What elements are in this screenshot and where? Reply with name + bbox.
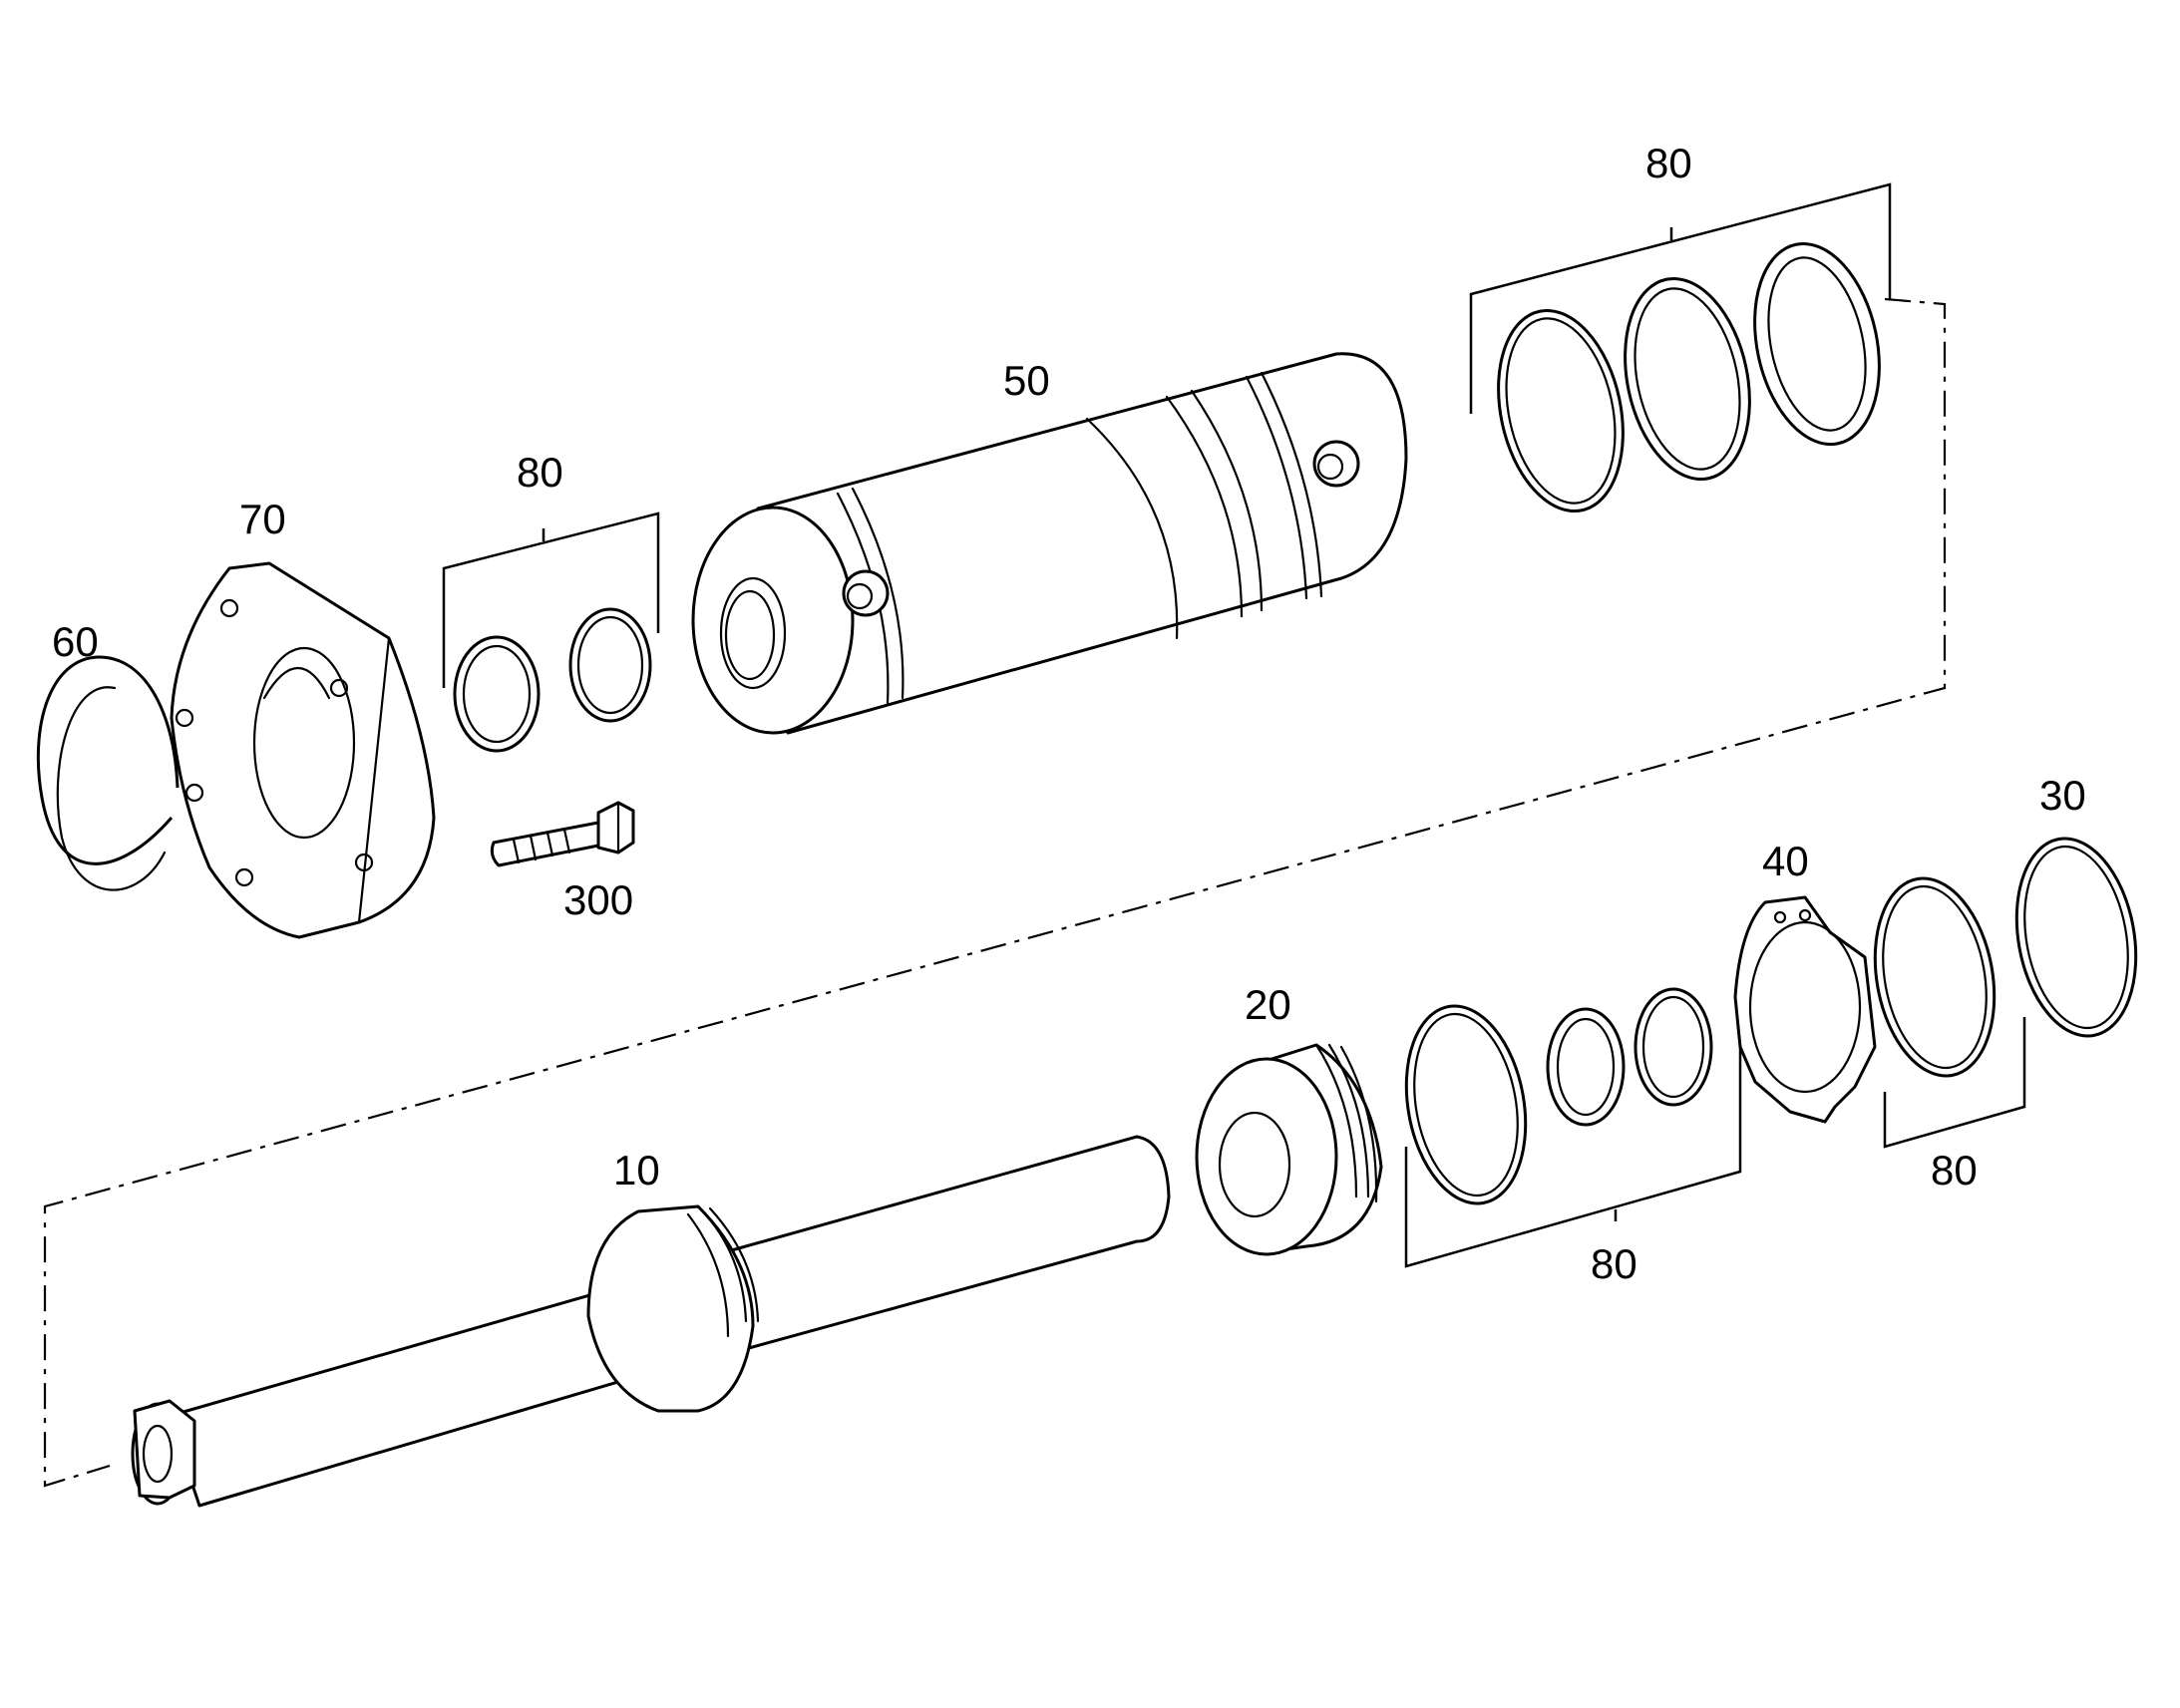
callout-70: 70 — [239, 496, 286, 542]
seal-ring-80-bottom-a — [1404, 1004, 1528, 1205]
callout-80-middle: 80 — [517, 449, 563, 496]
bracket-80-middle — [442, 512, 660, 688]
seal-ring-80-middle-a — [453, 635, 541, 753]
callout-80-bottom-center: 80 — [1591, 1240, 1637, 1287]
callout-80-bottom-right: 80 — [1931, 1147, 1978, 1194]
lock-washer-40 — [1733, 895, 1877, 1124]
piston-20 — [1195, 1043, 1383, 1256]
callout-20: 20 — [1245, 981, 1291, 1028]
callout-30: 30 — [2039, 772, 2086, 819]
callout-60: 60 — [52, 618, 99, 665]
seal-ring-80-top-b — [1624, 276, 1751, 482]
bracket-80-bottom-center — [1404, 1047, 1742, 1268]
flange-70 — [170, 561, 436, 939]
seal-ring-80-middle-b — [568, 607, 652, 723]
callout-300: 300 — [563, 876, 633, 923]
callout-10: 10 — [613, 1147, 660, 1194]
seal-ring-80-top-a — [1497, 308, 1625, 513]
seal-ring-80-bottom-right — [1873, 876, 1997, 1078]
snap-ring-60 — [36, 655, 180, 891]
assembly-path-line — [43, 297, 1947, 1488]
callout-80-top-right: 80 — [1645, 140, 1692, 186]
seal-ring-80-top-c — [1753, 241, 1881, 447]
bracket-80-top-right — [1469, 182, 1892, 414]
ring-30 — [2014, 837, 2138, 1038]
bolt-300 — [490, 801, 635, 867]
seal-ring-80-bottom-b — [1546, 1007, 1626, 1127]
callout-50: 50 — [1003, 357, 1050, 404]
bracket-80-bottom-right — [1883, 1017, 2026, 1149]
callout-40: 40 — [1762, 838, 1809, 884]
seal-ring-80-bottom-c — [1634, 987, 1713, 1107]
cylinder-tube-50 — [691, 352, 1408, 735]
shaft-10 — [131, 1135, 1171, 1508]
